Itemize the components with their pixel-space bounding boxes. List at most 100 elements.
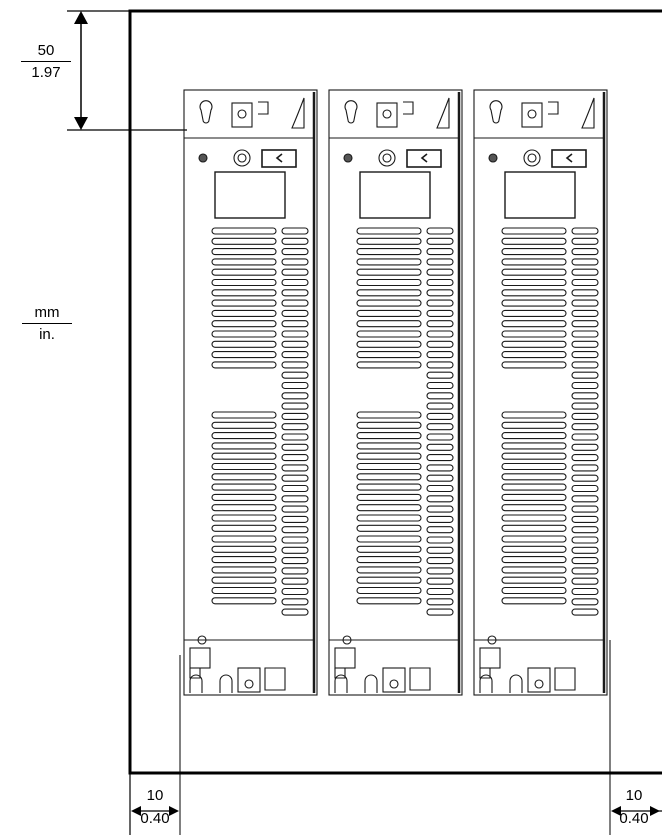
- vent-slot: [571, 330, 599, 338]
- address-label: [261, 149, 297, 168]
- vent-slot: [571, 237, 599, 245]
- status-led: [198, 153, 208, 163]
- enclosure-outline: [128, 9, 662, 775]
- vent-slot: [281, 526, 309, 534]
- bottom-mount-slot: [189, 674, 203, 693]
- bottom-connector-screw: [389, 679, 399, 689]
- vent-slot: [426, 299, 454, 307]
- vent-slot: [211, 545, 277, 553]
- vent-slot: [281, 248, 309, 256]
- vent-slot: [571, 495, 599, 503]
- vent-slot: [501, 299, 567, 307]
- bottom-connector: [237, 667, 261, 693]
- vent-slot: [281, 546, 309, 554]
- left-clearance-in: 0.40: [140, 810, 170, 827]
- vent-slot: [501, 361, 567, 369]
- top-clearance-mm: 50: [21, 43, 71, 62]
- vent-slot: [281, 278, 309, 287]
- bottom-mount-slot: [334, 674, 348, 693]
- vent-slot: [356, 340, 422, 348]
- bottom-mount-slot: [509, 674, 523, 693]
- vent-slot: [211, 361, 277, 369]
- bottom-connector: [382, 667, 406, 693]
- top-terminal-block: [376, 102, 398, 128]
- mounting-keyhole: [489, 100, 503, 124]
- top-screw: [527, 109, 537, 119]
- vent-slot: [281, 392, 309, 400]
- vent-slot: [281, 412, 309, 420]
- vent-slot: [281, 299, 309, 307]
- vent-slot: [211, 309, 277, 317]
- rotary-switch: [378, 149, 396, 167]
- vent-slot: [571, 268, 599, 276]
- display-window: [214, 171, 286, 219]
- vent-slot: [501, 545, 567, 553]
- bottom-terminal-block: [479, 647, 501, 669]
- vent-slot: [281, 289, 309, 297]
- vent-slot: [211, 504, 277, 512]
- module-body: [473, 89, 608, 696]
- bottom-screw: [342, 635, 352, 645]
- bottom-clip: [479, 668, 491, 679]
- vent-slot: [501, 524, 567, 532]
- vent-slot: [211, 597, 277, 605]
- vent-slot: [281, 227, 309, 235]
- vent-slot: [211, 351, 277, 359]
- vent-slot: [571, 412, 599, 420]
- top-clip: [258, 101, 269, 115]
- vent-slot: [571, 340, 599, 348]
- mounting-keyhole: [199, 100, 213, 124]
- vent-slot: [501, 556, 567, 564]
- vent-slot: [281, 515, 309, 523]
- bottom-clip: [189, 668, 201, 679]
- vent-slot: [281, 351, 309, 359]
- vent-slot: [501, 320, 567, 328]
- vent-slot: [211, 268, 277, 276]
- vent-slot: [426, 237, 454, 245]
- vent-slot: [571, 248, 599, 256]
- vent-slot: [356, 421, 422, 429]
- vent-slot: [426, 402, 454, 410]
- module-body: [328, 89, 463, 696]
- vent-slot: [356, 524, 422, 532]
- vent-slot: [356, 473, 422, 481]
- vent-slot: [571, 309, 599, 317]
- vent-slot: [356, 535, 422, 543]
- vent-slot: [356, 504, 422, 512]
- vent-slot: [501, 586, 567, 595]
- vent-slot: [426, 320, 454, 328]
- bottom-screw: [197, 635, 207, 645]
- vent-slot: [281, 505, 309, 513]
- vent-slot: [501, 237, 567, 245]
- vent-slot: [501, 473, 567, 481]
- vent-slot: [571, 577, 599, 585]
- vent-slot: [211, 432, 277, 440]
- top-terminal-block: [231, 102, 253, 128]
- status-led: [343, 153, 353, 163]
- vent-slot: [426, 340, 454, 348]
- rotary-switch-knob: [237, 153, 247, 163]
- vent-slot: [426, 505, 454, 513]
- vent-slot: [501, 462, 567, 471]
- vent-slot: [426, 371, 454, 379]
- vent-slot: [281, 361, 309, 369]
- vent-slot: [356, 545, 422, 553]
- vent-slot: [501, 452, 567, 460]
- vent-slot: [356, 268, 422, 276]
- vent-slot: [281, 598, 309, 606]
- vent-slot: [426, 546, 454, 554]
- vent-slot: [501, 504, 567, 512]
- vent-slot: [571, 515, 599, 523]
- vent-slot: [356, 514, 422, 522]
- mounting-keyhole: [344, 100, 358, 124]
- top-clip: [548, 101, 559, 115]
- vent-slot: [571, 351, 599, 359]
- vent-slot: [211, 258, 277, 266]
- vent-slot: [356, 566, 422, 574]
- vent-slot: [501, 340, 567, 348]
- vent-slot: [501, 576, 567, 584]
- vent-slot: [571, 587, 599, 596]
- vent-slot: [211, 421, 277, 429]
- vent-slot: [356, 576, 422, 584]
- bottom-latch: [409, 667, 431, 691]
